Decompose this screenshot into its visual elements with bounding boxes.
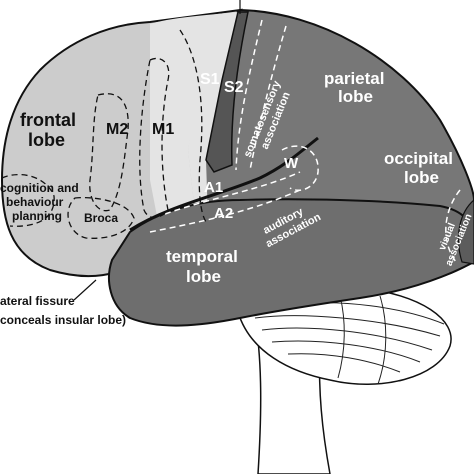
dashed-frontal-boundaries [1,29,207,239]
s2-label: S2 [224,79,244,96]
m2-label: M2 [106,121,128,138]
a1-label: A1 [204,179,223,196]
lateral-fissure-pointer [73,279,97,301]
lateral-fissure-label-1: ateral fissure [0,294,75,308]
cerebellum [237,285,452,386]
occipital-lobe-label-2: lobe [404,168,439,187]
broca-label: Broca [84,211,118,225]
occipital-lobe-label-1: occipital [384,149,453,168]
dashed-boundaries [149,19,461,263]
cognition-label-2: behaviour [6,195,64,209]
lateral-fissure-label-2: conceals insular lobe) [0,313,126,327]
visual-association-region [457,199,474,265]
temporal-lobe-label-1: temporal [166,247,238,266]
lateral-fissure-line [129,136,319,232]
premotor-strip [150,12,238,232]
parietal-lobe-label-1: parietal [324,69,384,88]
w-label: W [284,155,299,172]
frontal-lobe-label-2: lobe [28,130,65,150]
sensory-strip [205,11,249,173]
cognition-label-1: cognition and [0,181,79,195]
cognition-label-3: planning [12,209,62,223]
temporal-lobe-region [108,198,474,327]
s1-label: S1 [200,71,220,88]
a2-label: A2 [214,205,233,222]
parietal-lobe-label-2: lobe [338,87,373,106]
temporal-lobe-label-2: lobe [186,267,221,286]
m1-label: M1 [152,121,174,138]
frontal-lobe-label-1: frontal [20,110,76,130]
